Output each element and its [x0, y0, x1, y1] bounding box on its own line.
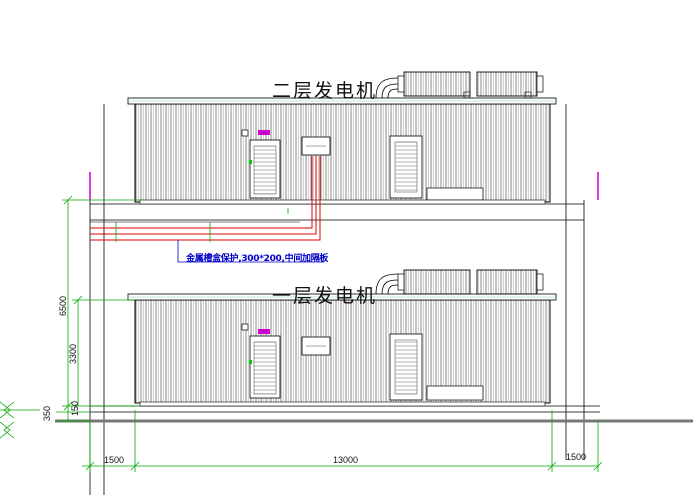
- upper-generator-container: [127, 71, 557, 205]
- dim-base: 350: [42, 405, 52, 421]
- dim-lower-level: 3300: [68, 343, 78, 364]
- upper-generator-label: 二层发电机: [272, 80, 378, 102]
- cable-note-leader: [177, 240, 324, 263]
- dim-right-span: 1500: [566, 452, 587, 462]
- level-symbols: [0, 401, 40, 439]
- dim-slab-top: 150: [70, 400, 80, 416]
- dim-main-span: 13000: [333, 455, 359, 465]
- cable-routing: [90, 156, 321, 241]
- dim-left-span: 1500: [104, 455, 125, 465]
- dim-floor-height: 6500: [58, 295, 68, 316]
- cable-tray-note: 金属槽盒保护,300*200,中间加隔板: [186, 254, 329, 264]
- horizontal-dimensions: [82, 410, 603, 472]
- vertical-dimensions: [56, 195, 140, 422]
- lower-generator-container: [127, 269, 557, 407]
- cable-tray-brackets: [115, 208, 289, 242]
- lower-generator-label: 一层发电机: [272, 285, 378, 307]
